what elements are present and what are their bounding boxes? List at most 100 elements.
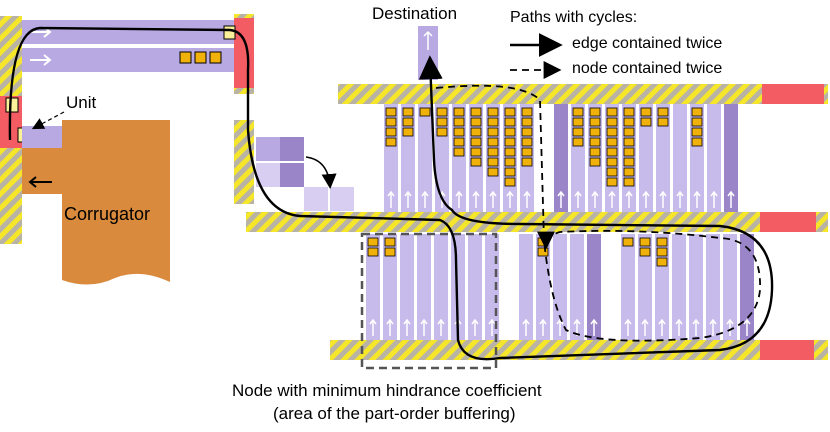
- unit-box: [504, 127, 516, 137]
- unit-box: [436, 127, 448, 137]
- unit-box: [384, 247, 396, 257]
- unit-box: [453, 137, 465, 147]
- legend-item-edge: edge contained twice: [572, 35, 723, 52]
- unit-box: [521, 117, 533, 127]
- storage-lane: [639, 104, 653, 212]
- unit-box: [487, 167, 499, 177]
- unit-box: [691, 127, 703, 137]
- legend-title: Paths with cycles:: [510, 9, 638, 26]
- arrow-up-icon: [642, 190, 650, 208]
- unit-box: [572, 127, 584, 137]
- unit-box: [385, 127, 397, 137]
- unit-box: [504, 117, 516, 127]
- unit-box: [504, 177, 516, 187]
- arrow-up-icon: [471, 318, 479, 336]
- unit-box: [487, 127, 499, 137]
- unit-box: [537, 237, 549, 247]
- storage-lane: [417, 234, 431, 340]
- unit-box: [384, 237, 396, 247]
- arrow-up-icon: [437, 318, 445, 336]
- hazard-bar-middle: [246, 212, 828, 232]
- unit-box: [504, 107, 516, 117]
- unit-box: [623, 157, 635, 167]
- conveyor-lane-top-1: [22, 20, 234, 44]
- unit-box: [606, 167, 618, 177]
- storage-lane: [400, 234, 414, 340]
- arrow-up-icon: [641, 318, 649, 336]
- unit-box: [504, 147, 516, 157]
- arrow-up-icon: [523, 190, 531, 208]
- storage-lane: [724, 104, 738, 212]
- unit-box: [470, 137, 482, 147]
- arrow-up-icon: [676, 190, 684, 208]
- unit-box: [639, 247, 651, 257]
- arrow-up-icon: [386, 318, 394, 336]
- arrow-up-icon: [591, 190, 599, 208]
- storage-lane: [553, 234, 567, 340]
- min-hindrance-node-box: [360, 232, 498, 370]
- unit-box: [487, 137, 499, 147]
- unit-box: [589, 107, 601, 117]
- storage-lane: [451, 234, 465, 340]
- unit-box: [657, 107, 669, 117]
- unit-box: [453, 107, 465, 117]
- unit-box: [453, 147, 465, 157]
- arrow-up-icon: [403, 318, 411, 336]
- conveyor-end-middle: [760, 212, 816, 232]
- unit-box: [367, 247, 379, 257]
- unit-box: [589, 137, 601, 147]
- unit-box: [436, 117, 448, 127]
- storage-lane: [570, 234, 584, 340]
- unit-box-highlighted: [223, 25, 236, 40]
- unit-pointer: [31, 111, 65, 130]
- transfer-cell-dark: [280, 137, 304, 161]
- unit-box: [487, 157, 499, 167]
- conveyor-end-lower: [760, 340, 814, 360]
- unit-box: [623, 107, 635, 117]
- arrow-left-icon: [28, 176, 52, 188]
- unit-box: [606, 127, 618, 137]
- lower-lanes: [366, 234, 754, 340]
- unit-box: [606, 177, 618, 187]
- unit-box: [521, 157, 533, 167]
- storage-lane: [554, 104, 568, 212]
- arrow-up-icon: [557, 190, 565, 208]
- unit-box: [622, 237, 634, 247]
- arrow-up-icon: [472, 190, 480, 208]
- unit-box: [521, 147, 533, 157]
- arrow-up-icon: [692, 318, 700, 336]
- unit-box: [623, 137, 635, 147]
- transfer-cell: [304, 187, 328, 211]
- storage-lane: [706, 234, 720, 340]
- storage-lane: [519, 234, 533, 340]
- hazard-bar-upper: [338, 84, 828, 104]
- conveyor-end-top: [234, 18, 254, 88]
- unit-box: [194, 51, 207, 64]
- unit-box-highlighted: [5, 97, 19, 113]
- unit-box: [606, 137, 618, 147]
- arrow-up-icon: [608, 190, 616, 208]
- unit-box: [589, 157, 601, 167]
- storage-lane: [468, 234, 482, 340]
- transfer-arrow: [305, 156, 337, 189]
- unit-box: [589, 147, 601, 157]
- arrow-up-icon: [455, 190, 463, 208]
- unit-box: [691, 137, 703, 147]
- storage-lane: [723, 234, 737, 340]
- arrow-up-icon: [556, 318, 564, 336]
- unit-box: [470, 127, 482, 137]
- storage-lane: [366, 234, 380, 340]
- unit-box: [640, 117, 652, 127]
- unit-box: [487, 147, 499, 157]
- upper-right-storage: [246, 26, 828, 232]
- arrow-up-icon: [574, 190, 582, 208]
- unit-box: [402, 127, 414, 137]
- arrow-up-icon: [710, 190, 718, 208]
- corrugator-ledge: [22, 148, 62, 170]
- upper-lanes: [384, 104, 738, 212]
- unit-box: [572, 137, 584, 147]
- storage-lane: [434, 234, 448, 340]
- unit-box: [385, 107, 397, 117]
- unit-box: [487, 117, 499, 127]
